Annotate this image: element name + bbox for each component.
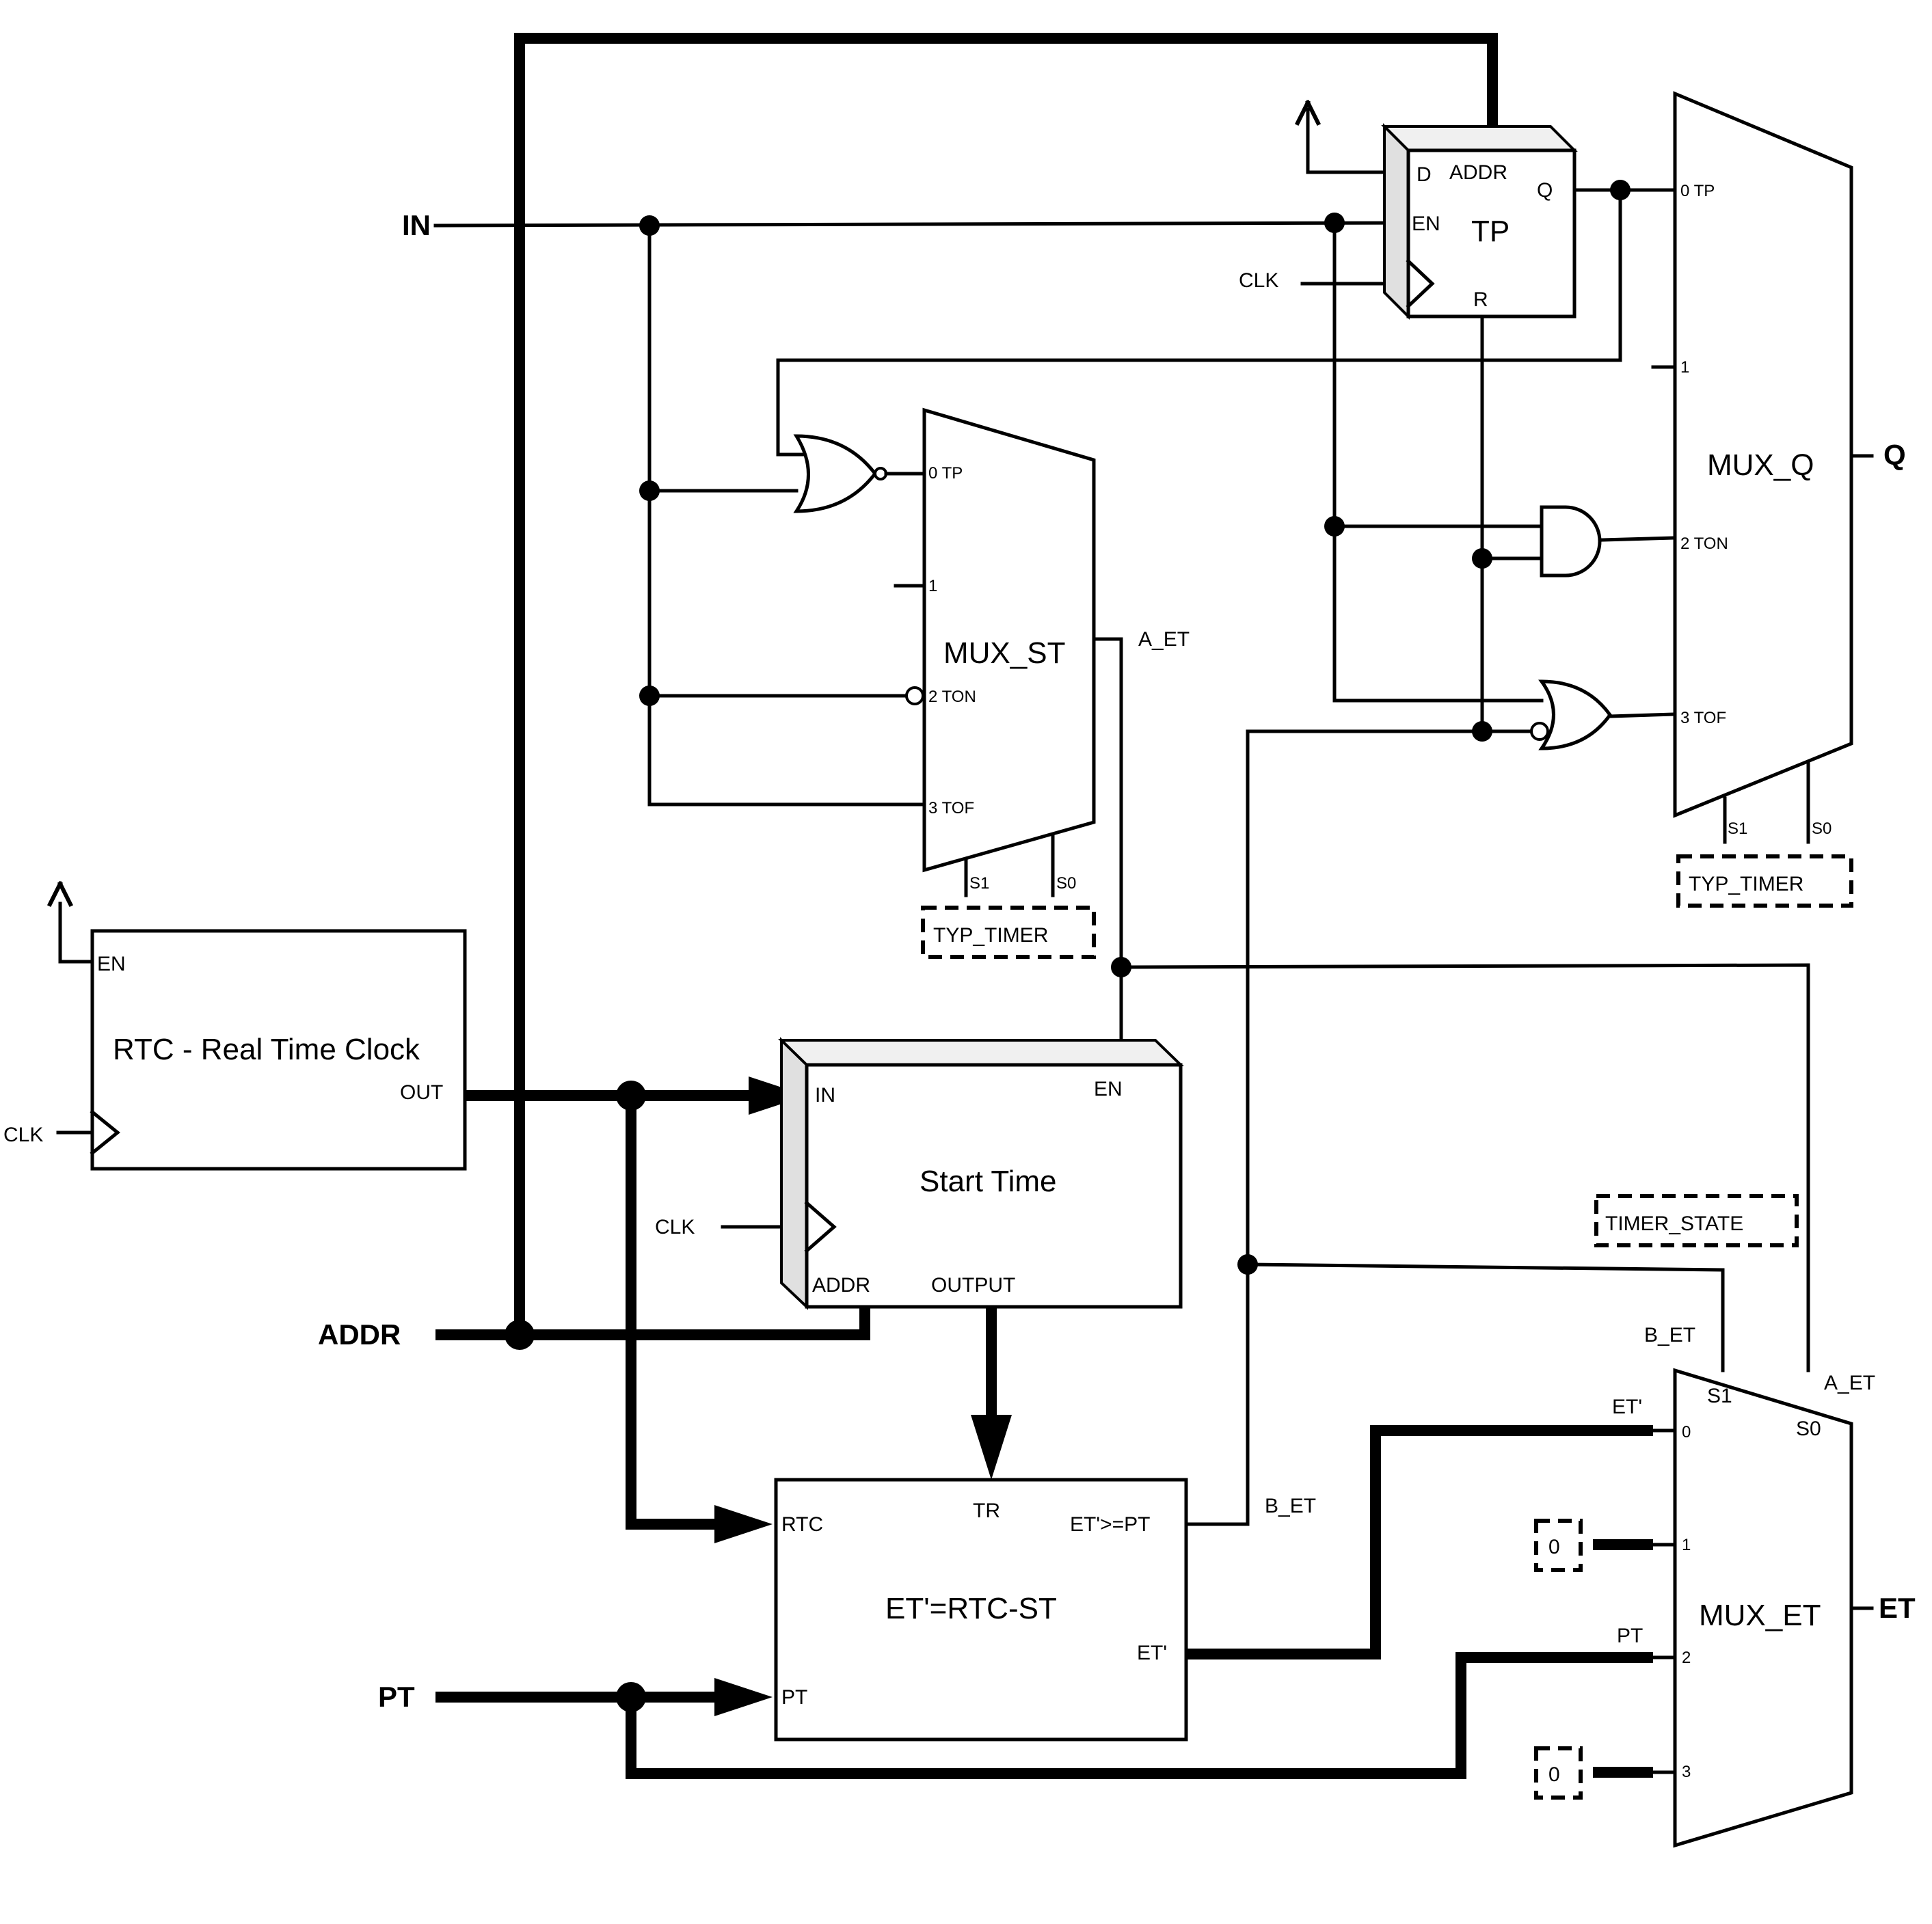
ton-invert-bubble xyxy=(905,686,924,705)
mux-q-select-label: TYP_TIMER xyxy=(1689,873,1803,895)
et-rtc-label: RTC xyxy=(781,1513,823,1536)
st-output-label: OUTPUT xyxy=(931,1274,1015,1297)
mux-st-out-label: A_ET xyxy=(1138,628,1190,651)
mux-et-const-3: 0 xyxy=(1548,1763,1560,1786)
et-prime-bus xyxy=(1186,1425,1653,1659)
et-prime-label: ET' xyxy=(1137,1642,1167,1664)
st-en-label: EN xyxy=(1094,1078,1123,1100)
mux-st-select-label: TYP_TIMER xyxy=(933,924,1048,947)
mux-et-a-et-label: A_ET xyxy=(1824,1372,1875,1394)
rtc-title: RTC - Real Time Clock xyxy=(113,1033,420,1066)
mux-et-s1: S1 xyxy=(1707,1385,1732,1407)
et-title: ET'=RTC-ST xyxy=(885,1592,1057,1625)
tp-r-label: R xyxy=(1473,288,1488,311)
mux-et-s0: S0 xyxy=(1796,1418,1821,1440)
mux-st-title: MUX_ST xyxy=(943,636,1065,670)
mux-st-port-2: 2 TON xyxy=(928,688,976,706)
rtc-clk-label: CLK xyxy=(3,1124,43,1146)
junction-dots xyxy=(505,180,1631,1712)
et-tr-label: TR xyxy=(973,1500,1000,1522)
tp-d-label: D xyxy=(1417,163,1432,186)
input-in-label: IN xyxy=(402,209,431,241)
st-output-bus xyxy=(971,1307,1012,1480)
tp-block: D ADDR Q EN TP R CLK xyxy=(1239,123,1578,320)
const-buses xyxy=(1593,1539,1653,1778)
mux-st-port-0: 0 TP xyxy=(928,464,963,483)
mux-et-in0-label: ET' xyxy=(1612,1396,1642,1418)
mux-q: 0 TP 1 2 TON 3 TOF MUX_Q S1 S0 TYP_TIMER xyxy=(1673,91,1853,908)
start-time-block: IN EN Start Time CLK ADDR OUTPUT xyxy=(655,1037,1184,1310)
mux-et-port-2: 2 xyxy=(1682,1649,1691,1667)
rtc-bus xyxy=(465,1076,807,1543)
st-addr-label: ADDR xyxy=(812,1274,870,1297)
mux-et-port-0: 0 xyxy=(1682,1423,1691,1441)
st-clk-label: CLK xyxy=(655,1216,695,1238)
et-cmp-label: ET'>=PT xyxy=(1070,1513,1150,1536)
mux-st-s1: S1 xyxy=(969,874,989,893)
or-gate xyxy=(1530,679,1613,750)
input-addr-label: ADDR xyxy=(318,1318,401,1351)
rtc-block: EN RTC - Real Time Clock OUT CLK xyxy=(3,929,467,1171)
mux-st-port-3: 3 TOF xyxy=(928,799,974,817)
mux-st: 0 TP 1 2 TON 3 TOF MUX_ST S1 S0 A_ET TYP… xyxy=(921,407,1190,959)
addr-bus xyxy=(435,33,1498,1340)
mux-q-port-0: 0 TP xyxy=(1680,182,1715,200)
et-calc-block: RTC TR ET'>=PT ET'=RTC-ST ET' PT B_ET xyxy=(774,1478,1316,1742)
mux-st-port-1: 1 xyxy=(928,577,937,595)
tp-title: TP xyxy=(1471,215,1510,248)
mux-q-title: MUX_Q xyxy=(1707,448,1814,482)
output-et-label: ET xyxy=(1879,1592,1916,1624)
tp-clk-label: CLK xyxy=(1239,269,1278,292)
mux-et-b-et-label: B_ET xyxy=(1644,1324,1695,1346)
or-invert-bubble xyxy=(1530,722,1549,741)
st-title: Start Time xyxy=(920,1165,1057,1198)
mux-q-port-2: 2 TON xyxy=(1680,534,1728,553)
rtc-en-label: EN xyxy=(97,953,126,975)
nor-gate xyxy=(793,434,926,513)
et-b-et-label: B_ET xyxy=(1265,1495,1316,1517)
mux-et-state-label: TIMER_STATE xyxy=(1605,1212,1743,1235)
input-pt-label: PT xyxy=(378,1681,415,1713)
mux-q-s1: S1 xyxy=(1728,819,1747,838)
st-in-label: IN xyxy=(815,1084,835,1107)
tp-en-label: EN xyxy=(1412,213,1440,235)
mux-et: 0 1 2 3 S1 S0 MUX_ET ET' PT B_ET A_ET 0 … xyxy=(1534,1194,1875,1848)
mux-et-port-3: 3 xyxy=(1682,1763,1691,1781)
mux-et-port-1: 1 xyxy=(1682,1536,1691,1554)
pt-bus xyxy=(435,1652,1653,1779)
wires xyxy=(56,107,1810,1526)
mux-et-const-1: 0 xyxy=(1548,1536,1560,1558)
tp-addr-label: ADDR xyxy=(1449,161,1507,184)
mux-st-s0: S0 xyxy=(1056,874,1076,893)
arrow-heads xyxy=(46,99,1321,908)
mux-q-s0: S0 xyxy=(1812,819,1832,838)
mux-q-port-1: 1 xyxy=(1680,358,1689,377)
rtc-out-label: OUT xyxy=(400,1081,443,1104)
tp-q-label: Q xyxy=(1537,179,1553,202)
et-pt-label: PT xyxy=(781,1686,807,1709)
mux-et-in2-label: PT xyxy=(1617,1625,1643,1647)
output-q-label: Q xyxy=(1883,439,1906,471)
and-gate xyxy=(1540,505,1602,578)
mux-et-title: MUX_ET xyxy=(1699,1599,1821,1632)
mux-q-port-3: 3 TOF xyxy=(1680,709,1726,727)
